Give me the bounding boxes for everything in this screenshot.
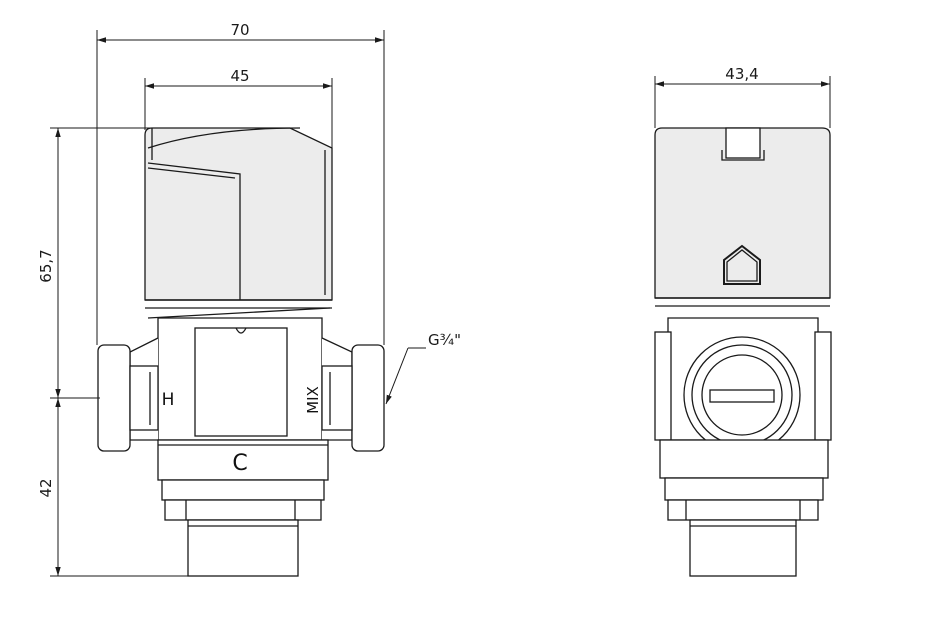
side-body bbox=[654, 317, 832, 577]
cold-port-label: C bbox=[232, 451, 247, 476]
thread-leader bbox=[385, 347, 409, 405]
thread-label: G¾" bbox=[428, 331, 461, 349]
side-view bbox=[654, 127, 832, 577]
dimension-lines bbox=[50, 30, 831, 577]
mix-port-label: MIX bbox=[304, 386, 322, 414]
front-body bbox=[97, 317, 385, 577]
dimension-labels: 70 45 43,4 65,7 42 G¾" bbox=[37, 21, 759, 498]
front-cap bbox=[144, 127, 333, 319]
dim-label-45: 45 bbox=[230, 67, 249, 85]
dim-label-43-4: 43,4 bbox=[725, 65, 758, 83]
dim-label-65-7: 65,7 bbox=[37, 249, 55, 282]
dim-label-70: 70 bbox=[230, 21, 249, 39]
dim-label-42: 42 bbox=[37, 478, 55, 497]
hot-port-label: H bbox=[162, 390, 175, 410]
front-view: H C MIX bbox=[97, 127, 385, 577]
side-cap bbox=[654, 127, 831, 307]
